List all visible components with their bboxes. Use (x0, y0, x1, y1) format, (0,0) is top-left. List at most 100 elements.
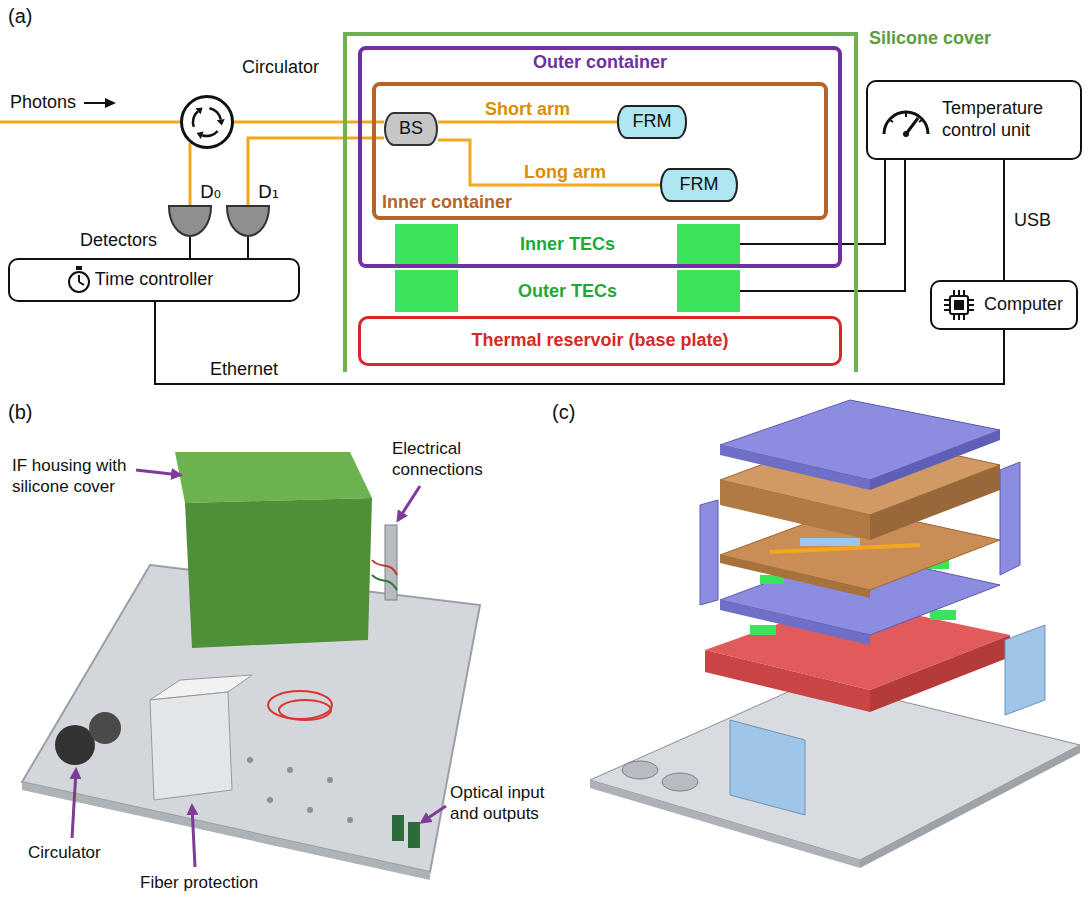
chip-pin (953, 314, 955, 320)
cad-lid (720, 445, 870, 490)
base-plate-edge (22, 782, 430, 880)
silicone-cover: Silicone coverOuter containerInner conta… (343, 32, 858, 372)
node-label: Outer container (533, 52, 667, 72)
cad-reservoir (870, 635, 1010, 712)
gauge-tick (890, 120, 893, 122)
free-label-anchor: Photons (10, 92, 76, 114)
chip-pin (944, 299, 950, 301)
free-label-anchor: Outer TECs (458, 281, 677, 303)
node-label: Computer (984, 294, 1063, 316)
node-label: FRM (680, 174, 719, 196)
photon-arrow (84, 102, 114, 104)
tec-block (395, 224, 458, 264)
cad-outer-base (720, 600, 870, 645)
callout-label: Optical input and outputs (450, 783, 545, 823)
free-label-anchor: (a) (8, 4, 32, 28)
cad-base-plate-edge (860, 745, 1080, 868)
label-anchor: D₁ (258, 181, 279, 203)
optical-connector (408, 822, 420, 848)
cad-fiber-guard (730, 720, 805, 815)
node-label: Circulator (242, 57, 319, 77)
node-label: FRM (633, 111, 672, 133)
edge-label-anchor: Ethernet (210, 359, 278, 381)
callout-label: Electrical connections (392, 439, 483, 479)
stopwatch-hand (79, 282, 84, 285)
gauge-tick (919, 120, 922, 122)
process-box: Time controller (8, 258, 300, 302)
process-box: Temperature control unit (866, 80, 1082, 160)
fiber-connector (438, 121, 617, 124)
fiber-connector (248, 138, 384, 205)
leader-arrow (72, 770, 76, 838)
plate-hole (307, 807, 313, 813)
detector-symbol: D₁ (226, 205, 270, 237)
chip-pin (968, 299, 974, 301)
node-label: BS (399, 118, 423, 140)
node-label: Thermal reservoir (base plate) (471, 330, 728, 352)
label-anchor: Inner container (382, 192, 512, 214)
circulator-arc (202, 131, 218, 136)
chip-pin (968, 304, 974, 306)
edge-label: Long arm (524, 162, 606, 182)
chip-icon (942, 288, 976, 322)
beam-splitter: BS (384, 112, 438, 146)
leader-arrow (136, 470, 180, 475)
label-anchor: Outer container (362, 52, 838, 74)
faraday-mirror: FRM (617, 105, 687, 139)
free-label-anchor: Circulator (28, 842, 101, 863)
gauge-icon (878, 98, 934, 142)
leader-arrow (192, 806, 195, 867)
tec-wire (740, 160, 905, 291)
wire-connector (189, 237, 191, 258)
plate-hole (247, 757, 253, 763)
tec-block (677, 224, 740, 264)
chip-pin (968, 309, 974, 311)
callout-label: Circulator (28, 843, 101, 862)
node-label: Time controller (95, 269, 213, 291)
chip-pin (958, 290, 960, 296)
cad-inner-base (720, 555, 870, 598)
chip-pin (958, 314, 960, 320)
circulator-photo (89, 712, 121, 744)
fiber-protection-front (150, 692, 232, 800)
edge-label-anchor: Long arm (524, 162, 606, 184)
free-label-anchor: Optical input and outputs (450, 782, 554, 825)
gauge-arc (884, 112, 928, 134)
panel-label: (b) (8, 401, 32, 423)
wire-connector (1003, 160, 1005, 280)
circulator-symbol: Circulator (180, 95, 234, 149)
detector-symbol: D₀ (168, 205, 212, 237)
stopwatch-icon (66, 265, 92, 295)
tec-block (677, 270, 740, 312)
callout-label: IF housing with silicone cover (12, 456, 126, 496)
edge-label-anchor: USB (1014, 210, 1051, 232)
cad-tec (750, 625, 776, 635)
cad-base-plate-edge (590, 780, 860, 868)
cad-fiber (770, 545, 920, 552)
fiber-connector (189, 143, 192, 205)
label-anchor: Silicone cover (869, 28, 991, 50)
cable (372, 560, 397, 575)
part-label: Detectors (80, 230, 157, 250)
node-label: Inner container (382, 192, 512, 212)
leader-arrow (398, 486, 420, 520)
cad-inner-box (720, 480, 870, 540)
free-label-anchor: Inner TECs (458, 234, 677, 256)
free-label-anchor: (b) (8, 400, 32, 424)
plate-hole (347, 817, 353, 823)
free-label-anchor: Electrical connections (392, 438, 502, 481)
fiber-loop (279, 700, 331, 720)
edge-label: Short arm (485, 99, 570, 119)
tec-block (395, 270, 458, 312)
part-label: Inner TECs (520, 234, 615, 254)
faraday-mirror: FRM (660, 168, 738, 202)
cad-tec (930, 610, 956, 620)
cad-spool (622, 761, 658, 779)
wire-connector (155, 302, 1004, 384)
cad-lid (720, 400, 1000, 480)
circulator-arc (193, 111, 198, 127)
node-label: D₁ (258, 181, 279, 202)
node-label: Silicone cover (869, 28, 991, 48)
chip-pin (944, 304, 950, 306)
